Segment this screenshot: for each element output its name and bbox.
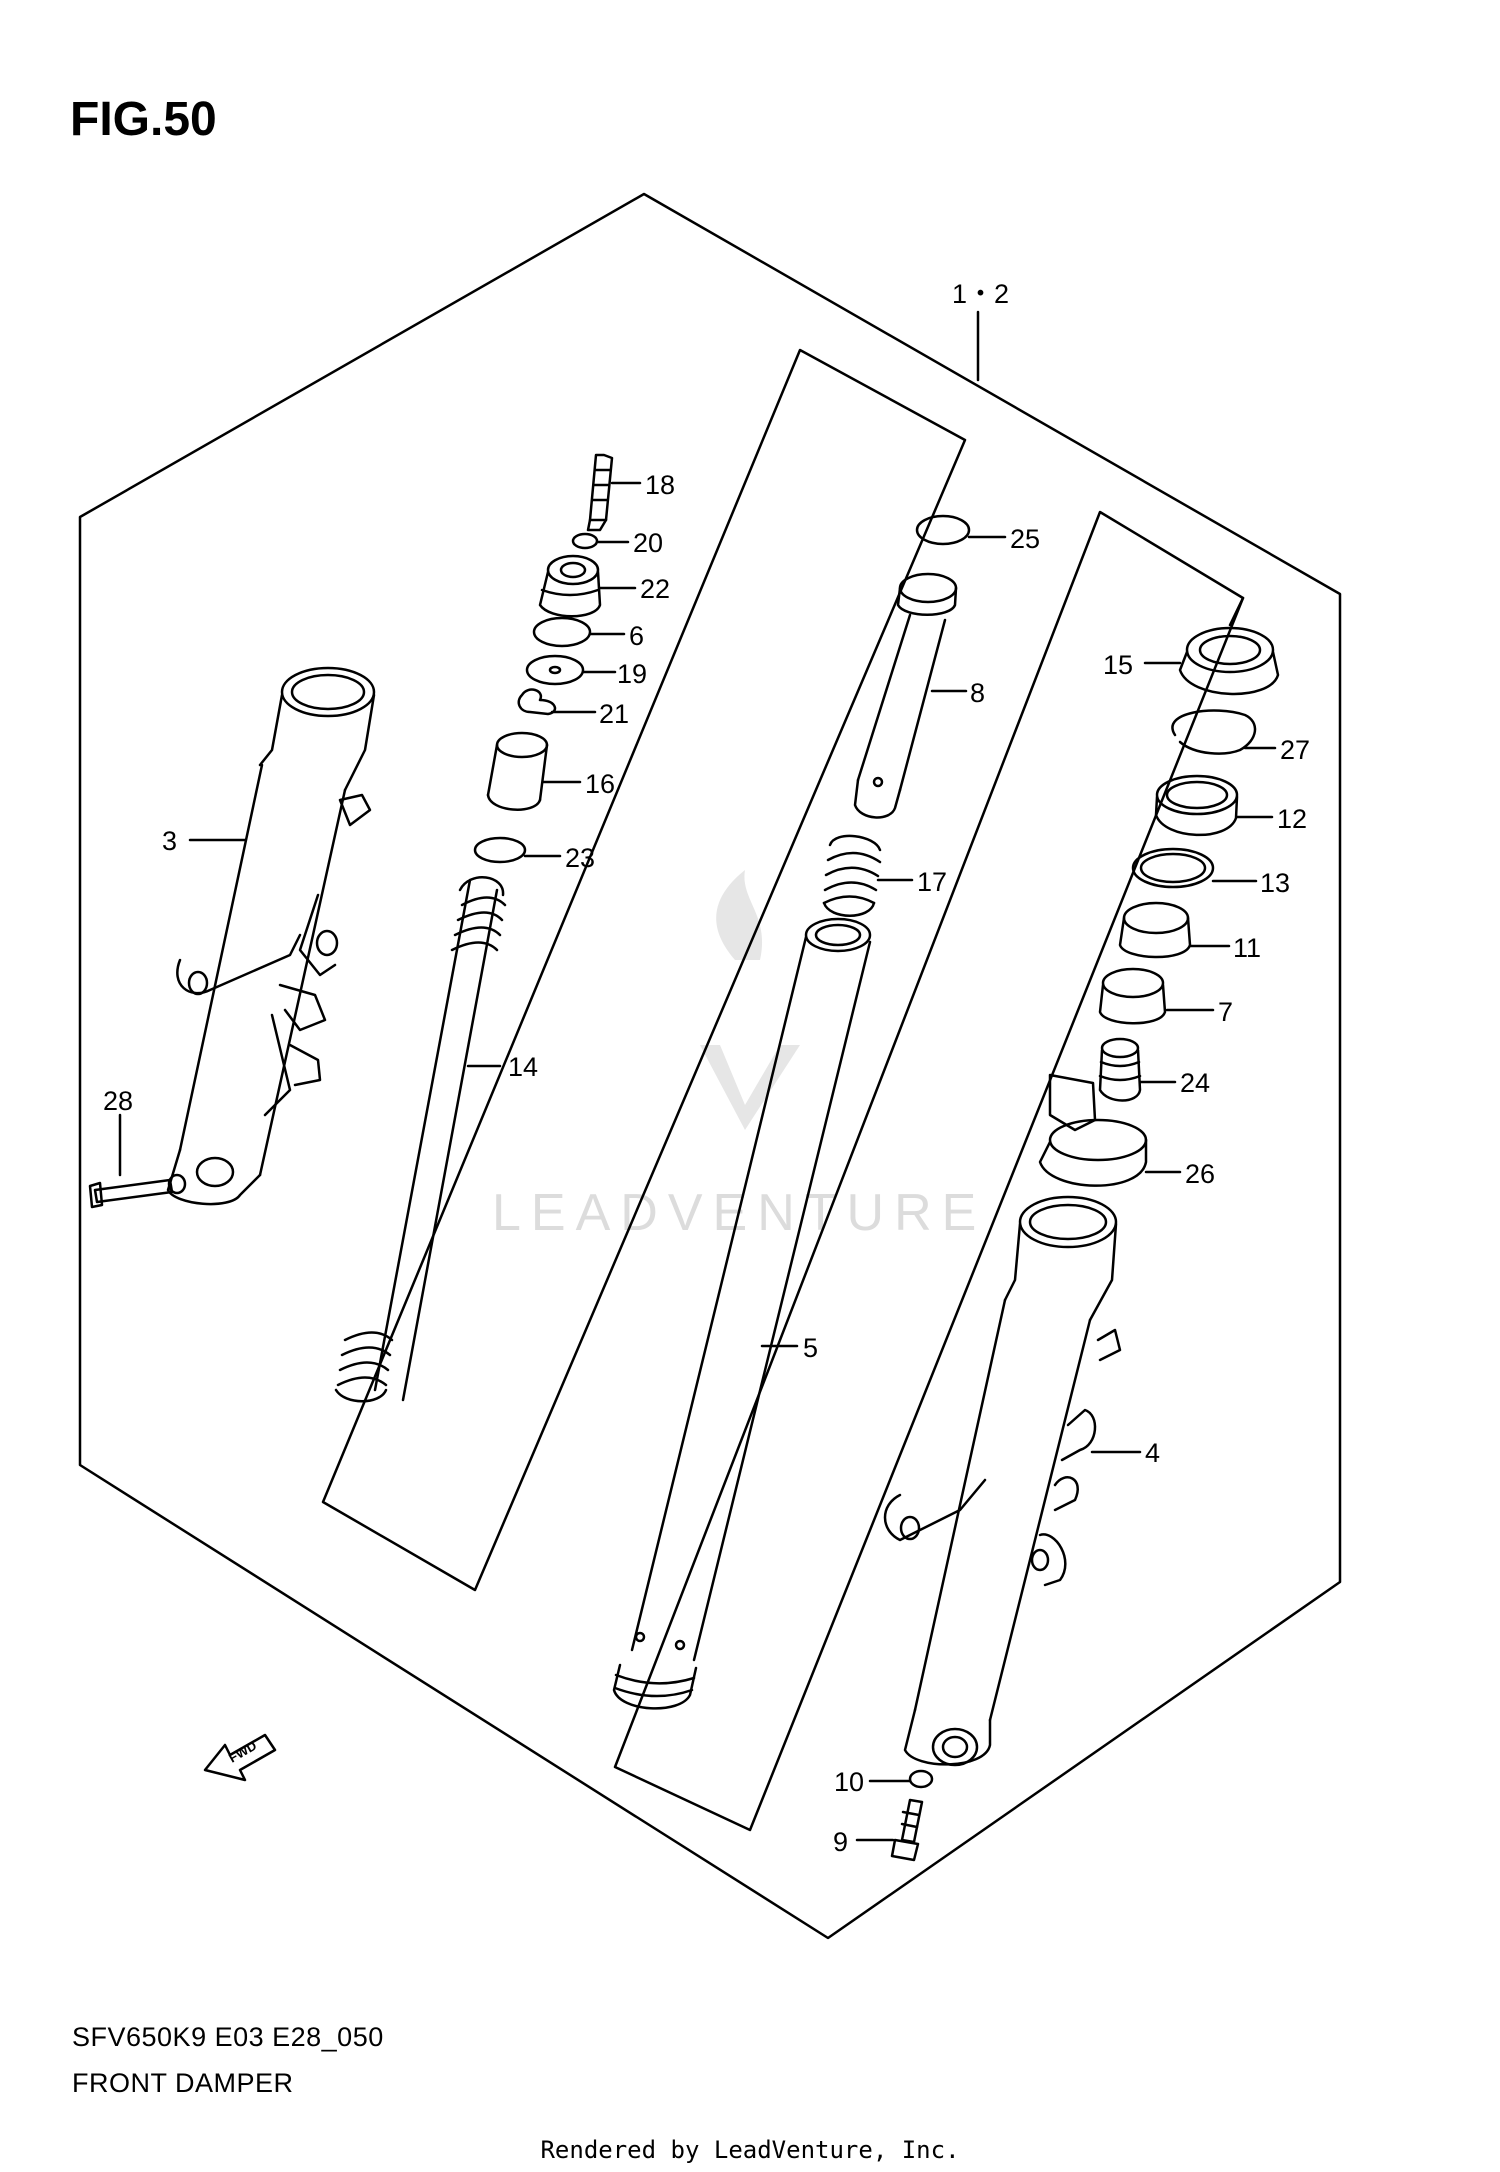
callout-11: 11 — [1233, 933, 1261, 963]
part-25-ring — [915, 514, 971, 546]
part-23-o-ring — [473, 836, 527, 864]
callout-18: 18 — [645, 470, 675, 500]
figure-code: SFV650K9 E03 E28_050 — [72, 2022, 384, 2052]
figure-title: FIG.50 — [70, 93, 217, 146]
callout-15: 15 — [1103, 650, 1133, 680]
callout-19: 19 — [617, 659, 647, 689]
callout-22: 22 — [640, 574, 670, 604]
callout-12: 12 — [1277, 804, 1307, 834]
outer-boundary — [78, 192, 1342, 1940]
part-3-outer-tube-left — [166, 666, 376, 1206]
callout-25: 25 — [1010, 524, 1040, 554]
figure-name: FRONT DAMPER — [72, 2068, 294, 2098]
part-22-cap-bolt — [538, 554, 602, 618]
part-17-spring — [822, 834, 882, 917]
part-26-protector — [1038, 1073, 1148, 1187]
callout-17: 17 — [917, 867, 947, 897]
callout-27: 27 — [1280, 735, 1310, 765]
part-8-cylinder — [853, 572, 958, 819]
callout-5: 5 — [803, 1333, 818, 1363]
part-6-o-ring — [532, 616, 592, 648]
fwd-arrow-icon: FWD — [203, 1733, 277, 1782]
part-14-damper-rod — [334, 876, 507, 1403]
callout-14: 14 — [508, 1052, 538, 1082]
part-5-inner-tube — [612, 917, 872, 1710]
part-4-outer-tube-right — [883, 1195, 1122, 1767]
part-15-dust-seal — [1178, 626, 1280, 696]
part-12-oil-seal — [1154, 774, 1239, 837]
inner-boundary-middle — [613, 510, 1245, 1832]
callout-labels: 1・2 3 4 5 6 7 8 9 10 11 12 13 14 15 16 1… — [103, 279, 1310, 1857]
watermark: LEADVENTURE — [492, 870, 976, 1242]
part-24-bumper — [1098, 1037, 1142, 1102]
render-credit: Rendered by LeadVenture, Inc. — [540, 2136, 960, 2164]
callout-4: 4 — [1145, 1438, 1160, 1468]
callout-3: 3 — [162, 826, 177, 856]
callout-6: 6 — [629, 621, 644, 651]
callout-28: 28 — [103, 1086, 133, 1116]
part-9-bolt — [890, 1798, 924, 1862]
callout-16: 16 — [585, 769, 615, 799]
part-28-bolt — [88, 1113, 187, 1209]
part-19-washer — [525, 654, 585, 686]
callout-20: 20 — [633, 528, 663, 558]
callout-26: 26 — [1185, 1159, 1215, 1189]
callout-8: 8 — [970, 678, 985, 708]
callout-24: 24 — [1180, 1068, 1210, 1098]
part-18-adjuster — [586, 453, 614, 532]
part-27-stopper-ring — [1171, 709, 1257, 755]
part-21-clip — [517, 688, 557, 716]
part-20-o-ring — [571, 532, 599, 550]
part-16-spacer — [486, 731, 549, 811]
part-10-gasket — [908, 1769, 934, 1789]
callout-1-2: 1・2 — [952, 279, 1009, 309]
part-11-guide-metal — [1118, 901, 1192, 959]
callout-10: 10 — [834, 1767, 864, 1797]
callout-7: 7 — [1218, 997, 1233, 1027]
callout-9: 9 — [833, 1827, 848, 1857]
callout-21: 21 — [599, 699, 629, 729]
inner-boundary-left — [321, 348, 967, 1592]
part-13-retainer — [1131, 847, 1215, 889]
part-7-guide-metal — [1098, 967, 1167, 1025]
callout-13: 13 — [1260, 868, 1290, 898]
callout-23: 23 — [565, 843, 595, 873]
